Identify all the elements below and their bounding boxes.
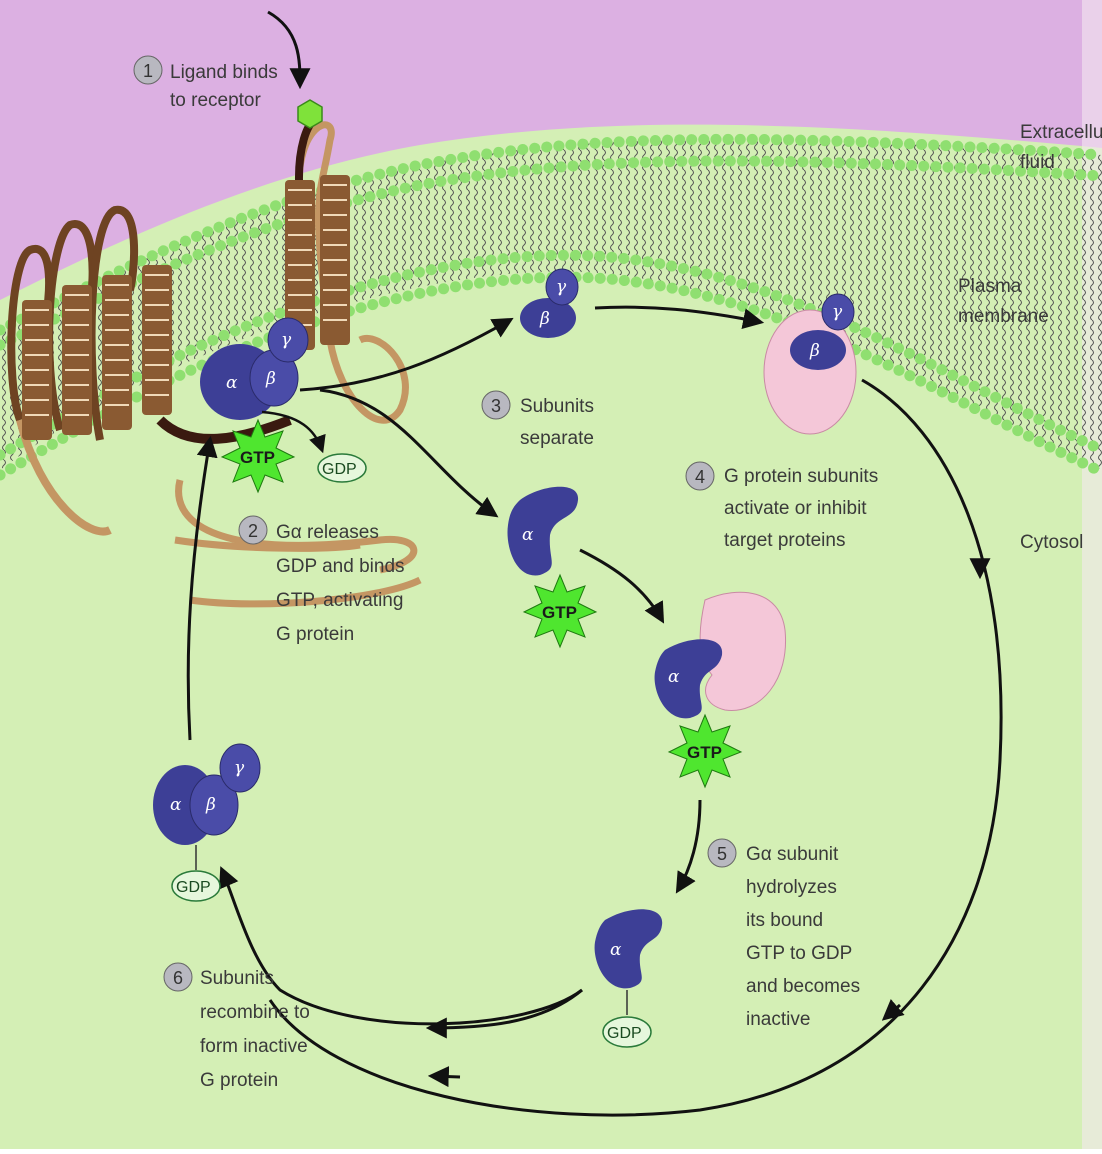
step-4-line-1: G protein subunits [724, 466, 878, 487]
step-5-line-2: hydrolyzes [746, 877, 837, 898]
step-4-line-2: activate or inhibit [724, 498, 867, 519]
gdp-text-2: GDP [607, 1025, 642, 1042]
gtp-text-3: GTP [687, 743, 722, 762]
step-2-number: 2 [248, 521, 258, 541]
step-6-line-3: form inactive [200, 1036, 308, 1057]
step-1-line-1: Ligand binds [170, 62, 278, 83]
gtp-text-2: GTP [542, 603, 577, 622]
gamma-label-1: γ [281, 330, 292, 350]
alpha-label-5: α [170, 795, 182, 815]
membrane-label-1: Plasma [958, 276, 1022, 297]
step-2-line-2: GDP and binds [276, 556, 405, 577]
beta-label-1: β [265, 369, 276, 389]
step-2-line-4: G protein [276, 624, 354, 645]
beta-label-5: β [205, 795, 216, 815]
beta-label-3: β [809, 341, 820, 361]
alpha-label-4: α [610, 940, 622, 960]
step-4-line-3: target proteins [724, 530, 845, 551]
alpha-label-3: α [668, 667, 680, 687]
step-5-number: 5 [717, 844, 727, 864]
step-3-line-1: Subunits [520, 396, 594, 417]
beta-label-2: β [539, 309, 550, 329]
step-5-line-3: its bound [746, 910, 823, 931]
step-2-line-3: GTP, activating [276, 590, 403, 611]
step-6-line-4: G protein [200, 1070, 278, 1091]
step-1-line-2: to receptor [170, 90, 261, 111]
step-6-line-1: Subunits [200, 968, 274, 989]
step-6-line-2: recombine to [200, 1002, 310, 1023]
step-5-line-4: GTP to GDP [746, 943, 852, 964]
step-2-line-1: Gα releases [276, 522, 379, 543]
gtp-badge-1: GTP [222, 420, 294, 492]
ligand [298, 100, 322, 128]
extracellular-label-1: Extracellular [1020, 122, 1102, 143]
gdp-text-3: GDP [176, 879, 211, 896]
alpha-label-2: α [522, 525, 534, 545]
step-5-line-1: Gα subunit [746, 844, 839, 865]
step-3-line-2: separate [520, 428, 594, 449]
gamma-label-2: γ [556, 277, 567, 297]
extracellular-label-2: fluid [1020, 152, 1055, 173]
gdp-text-1: GDP [322, 461, 357, 478]
gdp-badge-1: GDP [318, 454, 366, 482]
arrow-outer-head-3 [432, 1076, 460, 1077]
alpha-label-1: α [226, 373, 238, 393]
step-3-number: 3 [491, 396, 501, 416]
step-5-line-5: and becomes [746, 976, 860, 997]
cytosol-label: Cytosol [1020, 532, 1083, 553]
step-6-number: 6 [173, 968, 183, 988]
gamma-label-5: γ [234, 758, 245, 778]
gamma-label-3: γ [832, 302, 843, 322]
step-5-line-6: inactive [746, 1009, 810, 1030]
step-1-number: 1 [143, 61, 153, 81]
gtp-text-1: GTP [240, 448, 275, 467]
step-4-number: 4 [695, 467, 705, 487]
membrane-label-2: membrane [958, 306, 1049, 327]
